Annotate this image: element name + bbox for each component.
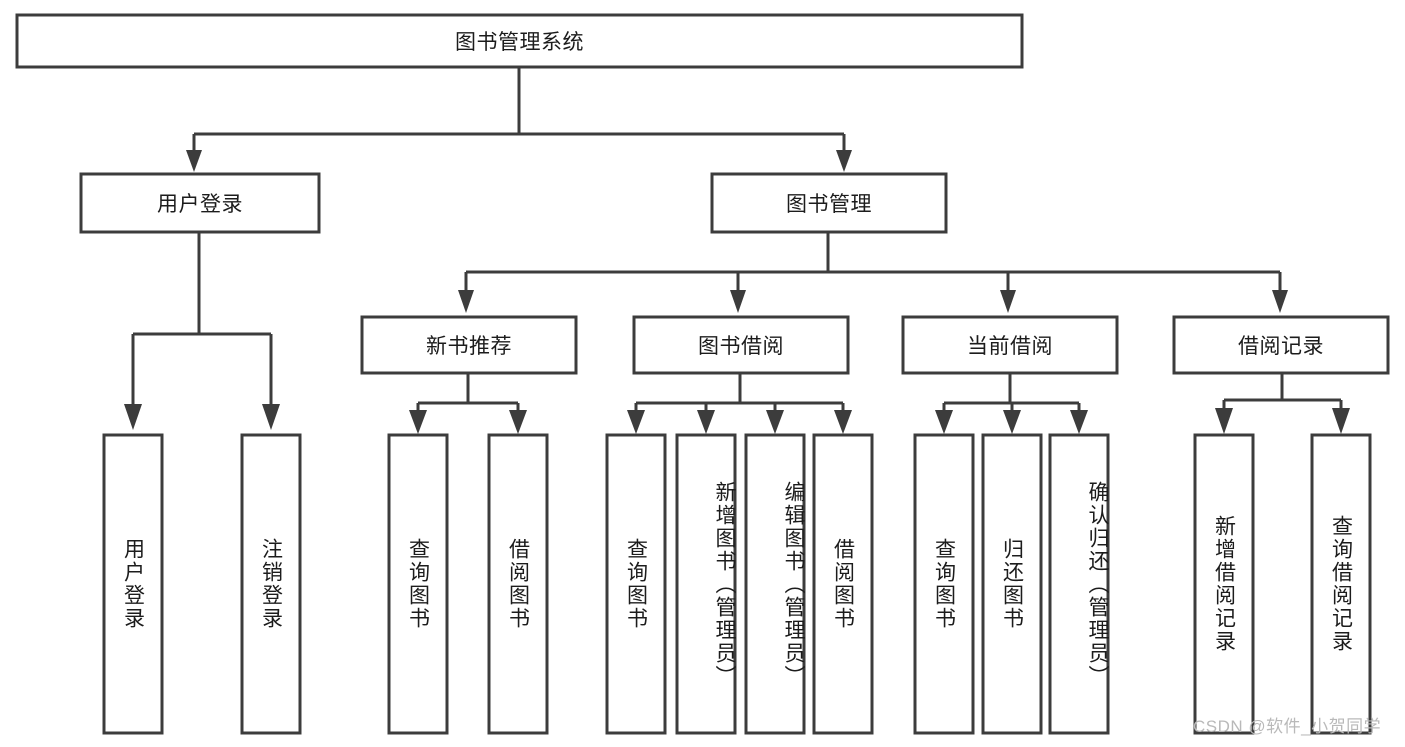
- connector-bookborrow-to-leaves: [627, 373, 852, 434]
- leaf-book-borrow-3[interactable]: [812, 433, 874, 735]
- leaf-user-login-0[interactable]: [102, 433, 164, 735]
- connector-bookmgmt-to-level3: [458, 232, 1288, 313]
- leaf-book-borrow-2[interactable]: [744, 433, 806, 735]
- connector-userlogin-to-leaves: [124, 232, 280, 430]
- connector-currentborrow-to-leaves: [935, 373, 1088, 434]
- node-book-borrow[interactable]: [632, 315, 850, 375]
- leaf-current-borrow-0[interactable]: [913, 433, 975, 735]
- leaf-borrow-record-0[interactable]: [1193, 433, 1255, 735]
- leaf-current-borrow-2[interactable]: [1048, 433, 1110, 735]
- node-book-management[interactable]: [710, 172, 948, 234]
- csdn-watermark: CSDN @软件_小贺同学: [1193, 717, 1382, 736]
- leaf-book-borrow-1[interactable]: [675, 433, 737, 735]
- leaf-borrow-record-1[interactable]: [1310, 433, 1372, 735]
- node-new-book-recommend[interactable]: [360, 315, 578, 375]
- leaf-new-book-0[interactable]: [387, 433, 449, 735]
- leaf-current-borrow-1[interactable]: [981, 433, 1043, 735]
- leaf-new-book-1[interactable]: [487, 433, 549, 735]
- connector-newbook-to-leaves: [409, 373, 527, 434]
- node-user-login[interactable]: [79, 172, 321, 234]
- connector-root-to-level2: [186, 67, 852, 172]
- leaf-book-borrow-0[interactable]: [605, 433, 667, 735]
- leaf-user-login-1[interactable]: [240, 433, 302, 735]
- connector-borrowrecord-to-leaves: [1215, 373, 1350, 434]
- node-current-borrow[interactable]: [901, 315, 1119, 375]
- node-root[interactable]: [15, 13, 1024, 69]
- node-borrow-record[interactable]: [1172, 315, 1390, 375]
